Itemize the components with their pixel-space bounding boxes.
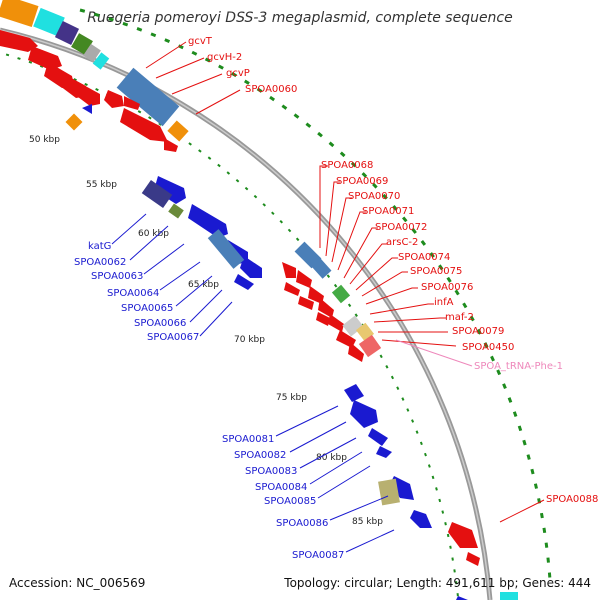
label-SPOA0450: SPOA0450 bbox=[462, 342, 514, 353]
label-SPOA0085: SPOA0085 bbox=[264, 496, 316, 507]
kbp-label-70: 70 kbp bbox=[234, 335, 265, 345]
label-SPOA0081: SPOA0081 bbox=[222, 434, 274, 445]
label-SPOA0086: SPOA0086 bbox=[276, 518, 328, 529]
feature-cluster-top bbox=[0, 0, 189, 142]
label-SPOA0088: SPOA0088 bbox=[546, 494, 598, 505]
label-trna-phe-1: SPOA_tRNA-Phe-1 bbox=[474, 361, 563, 372]
outer-tick-ring bbox=[79, 8, 552, 581]
inner-tick-ring bbox=[0, 51, 459, 598]
forward-genes-bottom bbox=[448, 522, 480, 566]
outer-labels-top bbox=[145, 41, 241, 115]
label-SPOA0087: SPOA0087 bbox=[292, 550, 344, 561]
label-SPOA0074: SPOA0074 bbox=[398, 252, 450, 263]
label-SPOA0075: SPOA0075 bbox=[410, 266, 462, 277]
label-SPOA0072: SPOA0072 bbox=[375, 222, 427, 233]
feature-block-katg bbox=[141, 179, 173, 209]
label-SPOA0084: SPOA0084 bbox=[255, 482, 307, 493]
reverse-genes-b bbox=[344, 384, 468, 600]
label-SPOA0069: SPOA0069 bbox=[336, 176, 388, 187]
map-title: Ruegeria pomeroyi DSS-3 megaplasmid, com… bbox=[87, 10, 513, 26]
forward-genes-top bbox=[0, 30, 178, 152]
label-SPOA0082: SPOA0082 bbox=[234, 450, 286, 461]
forward-genes-middle bbox=[282, 262, 364, 362]
kbp-label-80: 80 kbp bbox=[316, 453, 347, 463]
label-SPOA0064: SPOA0064 bbox=[107, 288, 159, 299]
label-SPOA0067: SPOA0067 bbox=[147, 332, 199, 343]
kbp-label-50: 50 kbp bbox=[29, 135, 60, 145]
label-SPOA0062: SPOA0062 bbox=[74, 257, 126, 268]
label-SPOA0060: SPOA0060 bbox=[245, 84, 297, 95]
outer-labels-cluster: SPOA0068 SPOA0069 SPOA0070 SPOA0071 SPOA… bbox=[321, 160, 563, 372]
kbp-label-85: 85 kbp bbox=[352, 517, 383, 527]
genome-summary-text: Topology: circular; Length: 491,611 bp; … bbox=[284, 576, 591, 590]
label-SPOA0076: SPOA0076 bbox=[421, 282, 473, 293]
label-SPOA0066: SPOA0066 bbox=[134, 318, 186, 329]
label-SPOA0068: SPOA0068 bbox=[321, 160, 373, 171]
label-gcvH-2: gcvH-2 bbox=[207, 52, 242, 63]
label-katG: katG bbox=[88, 241, 111, 252]
kbp-label-55: 55 kbp bbox=[86, 180, 117, 190]
accession-text: Accession: NC_006569 bbox=[9, 576, 146, 590]
label-SPOA0063: SPOA0063 bbox=[91, 271, 143, 282]
label-SPOA0070: SPOA0070 bbox=[348, 191, 400, 202]
label-SPOA0065: SPOA0065 bbox=[121, 303, 173, 314]
inner-leaders-a bbox=[111, 213, 233, 337]
label-gcvT: gcvT bbox=[188, 36, 213, 47]
inner-leaders-b bbox=[275, 405, 395, 553]
label-gcvP: gcvP bbox=[226, 68, 250, 79]
label-maf-2: maf-2 bbox=[445, 312, 474, 323]
label-arsC-2: arsC-2 bbox=[386, 237, 418, 248]
label-SPOA0071: SPOA0071 bbox=[362, 206, 414, 217]
label-SPOA0083: SPOA0083 bbox=[245, 466, 297, 477]
cluster-leaders bbox=[319, 165, 457, 347]
kbp-label-75: 75 kbp bbox=[276, 393, 307, 403]
kbp-label-65: 65 kbp bbox=[188, 280, 219, 290]
label-SPOA0079: SPOA0079 bbox=[452, 326, 504, 337]
label-infA: infA bbox=[434, 297, 454, 308]
kbp-label-60: 60 kbp bbox=[138, 229, 169, 239]
